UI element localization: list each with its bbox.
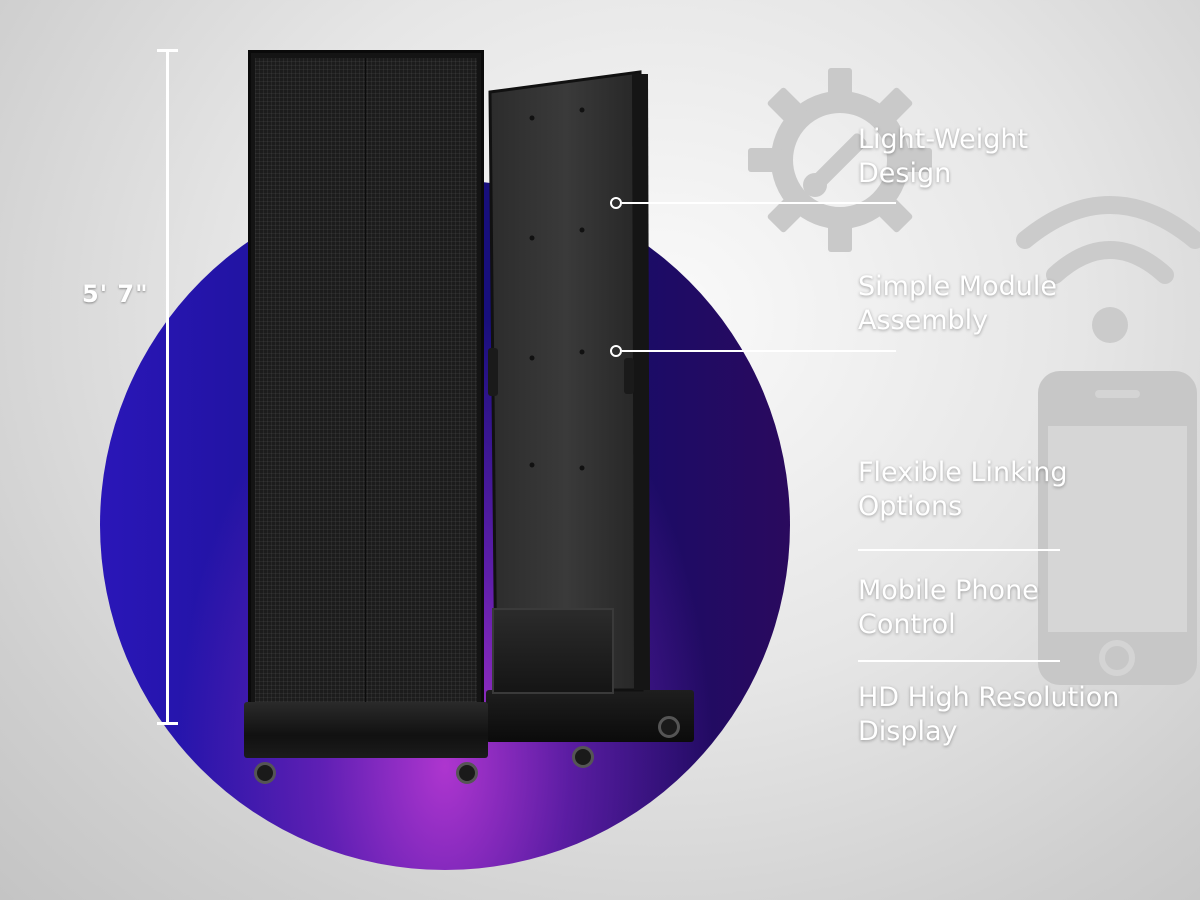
feature-light-weight: Light-Weight Design bbox=[858, 124, 1029, 189]
feature-divider-1 bbox=[858, 549, 1060, 551]
callout-line-1 bbox=[622, 202, 896, 204]
front-wheel-right bbox=[456, 762, 478, 784]
feature-phone-control: Mobile Phone Control bbox=[858, 575, 1039, 640]
mobile-phone-icon bbox=[1038, 371, 1197, 685]
control-box bbox=[492, 608, 614, 694]
callout-line-2 bbox=[622, 350, 896, 352]
feature-divider-2 bbox=[858, 660, 1060, 662]
rear-wheel-right bbox=[658, 716, 680, 738]
callout-dot-1 bbox=[610, 197, 622, 209]
screen-seam bbox=[365, 58, 366, 702]
rear-wheel-left bbox=[572, 746, 594, 768]
height-label: 5' 7" bbox=[82, 280, 149, 308]
front-base bbox=[244, 702, 488, 758]
feature-linking: Flexible Linking Options bbox=[858, 457, 1068, 522]
front-wheel-left bbox=[254, 762, 276, 784]
height-line bbox=[166, 50, 169, 724]
feature-module-assembly: Simple Module Assembly bbox=[858, 271, 1057, 336]
rear-panel bbox=[488, 70, 650, 692]
callout-dot-2 bbox=[610, 345, 622, 357]
feature-hd-display: HD High Resolution Display bbox=[858, 682, 1120, 747]
led-screen bbox=[255, 58, 477, 702]
gear-wrench-icon bbox=[748, 68, 932, 252]
height-cap-bottom bbox=[157, 722, 178, 725]
wifi-icon bbox=[1016, 196, 1200, 343]
